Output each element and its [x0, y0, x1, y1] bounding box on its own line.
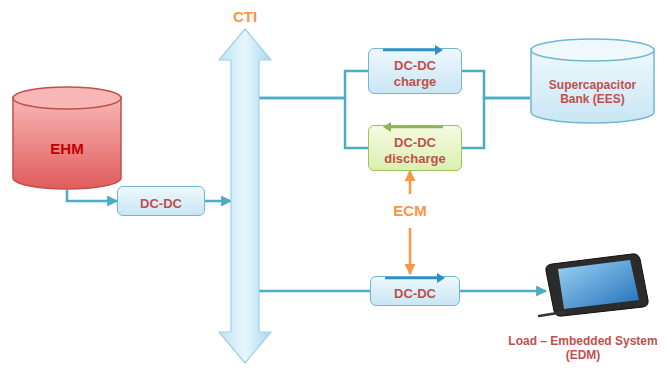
controller-label: ECM [386, 195, 434, 227]
connector [259, 290, 370, 293]
double-arrow-outline [218, 28, 272, 364]
node-label: Load – Embedded System (EDM) [502, 334, 664, 363]
connector [409, 171, 412, 194]
storage-cylinder: Supercapacitor Bank (EES) [530, 38, 655, 124]
converter-box: DC-DC [117, 186, 205, 216]
connector [205, 200, 231, 203]
connector [462, 98, 530, 148]
connector [462, 71, 530, 98]
connector [460, 290, 546, 293]
bus-label: CTI [218, 8, 272, 26]
node-label: Supercapacitor Bank (EES) [541, 78, 645, 107]
tablet-illustration [538, 252, 650, 318]
connector [409, 228, 412, 274]
storage-cylinder: EHM [12, 86, 122, 190]
converter-box: DC-DC discharge [368, 125, 462, 171]
connector [259, 98, 368, 148]
node-label: EHM [50, 140, 83, 158]
node-label: DC-DC charge [373, 58, 457, 89]
converter-box: DC-DC charge [368, 48, 462, 94]
node-label: ECM [393, 202, 426, 220]
bus-arrow: CTI [218, 4, 272, 362]
connector [67, 190, 117, 201]
cylinder-outline [12, 86, 122, 190]
node-label: DC-DC discharge [373, 135, 457, 166]
load-device: Load – Embedded System (EDM) [502, 250, 664, 366]
converter-box: DC-DC [370, 276, 460, 306]
node-label: DC-DC [140, 196, 182, 212]
connector [259, 71, 368, 98]
flow-direction-arrow [369, 45, 459, 55]
flow-direction-arrow [369, 122, 459, 132]
flow-direction-arrow [371, 273, 461, 283]
node-label: DC-DC [394, 286, 436, 302]
